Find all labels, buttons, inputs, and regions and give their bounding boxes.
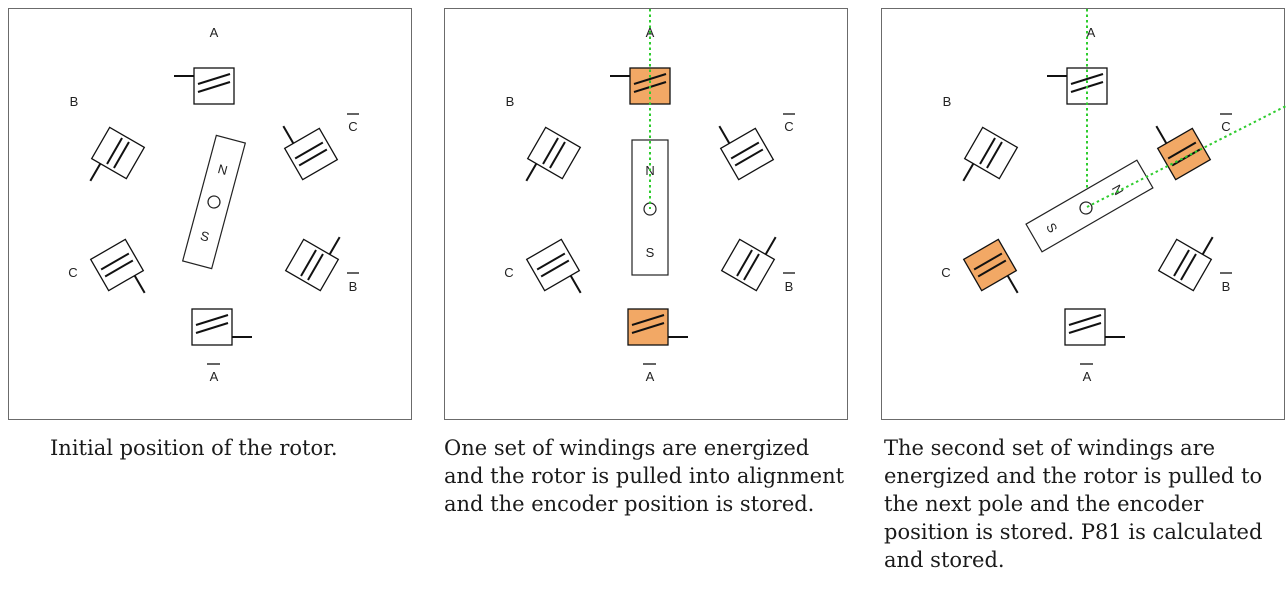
winding-label-c-bar: C bbox=[1221, 119, 1230, 134]
rotor-shaft bbox=[1079, 201, 1093, 215]
motor-diagram: A A B B C bbox=[941, 9, 1286, 384]
winding-label-a: A bbox=[1087, 25, 1096, 40]
winding-b bbox=[962, 126, 1019, 182]
winding-label-b: B bbox=[943, 94, 952, 109]
rotor-south-label: S bbox=[646, 245, 655, 260]
winding-c bbox=[525, 238, 582, 294]
winding-c-bar bbox=[1155, 125, 1212, 181]
caption-initial: Initial position of the rotor. bbox=[50, 436, 338, 460]
caption-first-energized: One set of windings are energized and th… bbox=[444, 436, 845, 516]
winding-label-b-bar: B bbox=[1222, 279, 1231, 294]
winding-label-b-bar: B bbox=[349, 279, 358, 294]
winding-b bbox=[525, 126, 582, 182]
rotor: N S bbox=[1025, 159, 1154, 253]
winding-c-bar bbox=[718, 125, 775, 181]
winding-b-bar bbox=[284, 236, 341, 292]
winding-a-bar bbox=[627, 308, 688, 346]
winding-label-c: C bbox=[504, 265, 513, 280]
winding-b-bar bbox=[720, 236, 777, 292]
winding-b bbox=[89, 126, 146, 182]
winding-c-bar bbox=[282, 125, 339, 181]
diagram-panel-initial: A A B B bbox=[8, 8, 412, 420]
rotor-south-label: S bbox=[199, 228, 212, 245]
winding-label-b: B bbox=[506, 94, 515, 109]
winding-label-c: C bbox=[941, 265, 950, 280]
winding-label-b: B bbox=[70, 94, 79, 109]
winding-b-bar bbox=[1157, 236, 1214, 292]
motor-diagram: A A B B C bbox=[504, 9, 795, 384]
rotor: N S bbox=[181, 134, 247, 270]
motor-diagram: A A B B bbox=[68, 25, 359, 384]
rotor: N S bbox=[631, 139, 669, 276]
winding-label-c: C bbox=[68, 265, 77, 280]
winding-a-bar bbox=[1064, 308, 1125, 346]
caption-second-energized: The second set of windings are energized… bbox=[884, 436, 1263, 572]
rotor-shaft bbox=[207, 195, 221, 209]
winding-a bbox=[610, 67, 671, 105]
winding-a-bar bbox=[191, 308, 252, 346]
rotor-north-label: N bbox=[216, 161, 229, 178]
winding-label-a-bar: A bbox=[210, 369, 219, 384]
diagram-panel-second-energized: A A B B C bbox=[881, 8, 1286, 420]
winding-label-c-bar: C bbox=[348, 119, 357, 134]
winding-a bbox=[174, 67, 235, 105]
encoder-reference-line-second bbox=[1086, 105, 1286, 208]
winding-c bbox=[89, 238, 146, 294]
winding-label-b-bar: B bbox=[785, 279, 794, 294]
winding-c bbox=[962, 238, 1019, 294]
winding-label-a-bar: A bbox=[1083, 369, 1092, 384]
winding-label-a-bar: A bbox=[646, 369, 655, 384]
winding-label-c-bar: C bbox=[784, 119, 793, 134]
winding-a bbox=[1047, 67, 1108, 105]
diagram-panel-first-energized: A A B B C bbox=[444, 8, 848, 420]
winding-label-a: A bbox=[210, 25, 219, 40]
